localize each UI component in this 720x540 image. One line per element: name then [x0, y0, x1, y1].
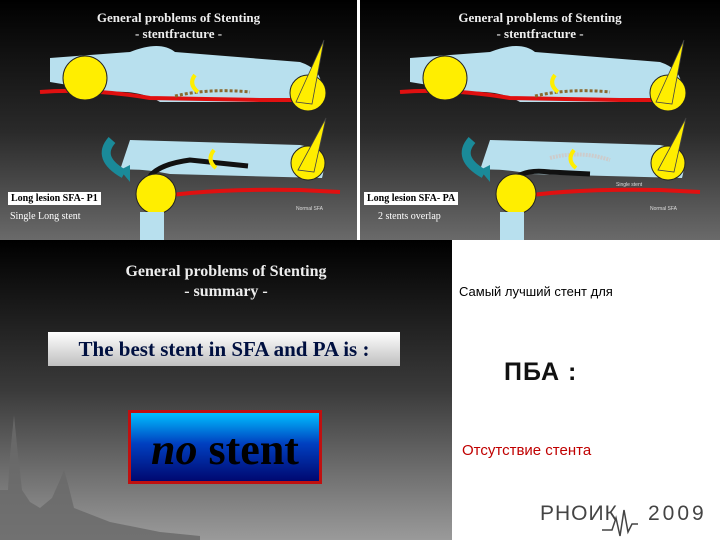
- no-stent-box: no stent: [128, 410, 322, 484]
- russian-line-1: Самый лучший стент для: [459, 284, 613, 299]
- russian-text-panel: Самый лучший стент для ПБА : Отсутствие …: [452, 240, 720, 540]
- stent-label: Single Long stent: [10, 211, 81, 222]
- slide-title: General problems of Stenting - stentfrac…: [360, 10, 720, 42]
- knee-diagram-1: [39, 39, 341, 240]
- russian-line-2: ПБА :: [504, 358, 578, 386]
- logo-name: РНОИК: [540, 502, 618, 525]
- normal-sfa-label: Normal SFA: [650, 206, 677, 212]
- slide-summary: General problems of Stenting - summary -…: [0, 240, 452, 540]
- single-stent-label: Single stent: [616, 182, 643, 188]
- title-line-2: - summary -: [184, 283, 268, 300]
- lesion-label: Long lesion SFA- PA: [364, 192, 459, 205]
- stent-label: 2 stents overlap: [378, 211, 441, 222]
- title-line-2: - stentfracture -: [496, 26, 584, 41]
- lesion-label: Long lesion SFA- P1: [8, 192, 101, 205]
- slide-title: General problems of Stenting - summary -: [0, 262, 452, 302]
- stent-word: stent: [208, 425, 299, 474]
- knee-diagram-2: [399, 39, 701, 240]
- best-stent-banner: The best stent in SFA and PA is :: [48, 332, 400, 366]
- logo-year: 2009: [648, 502, 707, 525]
- slide-stentfracture-1: General problems of Stenting - stentfrac…: [0, 0, 357, 240]
- title-line-1: General problems of Stenting: [458, 10, 622, 25]
- ecg-logo-icon: [602, 509, 638, 537]
- slide-stentfracture-2: General problems of Stenting - stentfrac…: [360, 0, 720, 240]
- no-word: no: [151, 425, 198, 474]
- title-line-2: - stentfracture -: [134, 26, 223, 41]
- logo: РНОИК 2009: [540, 502, 704, 526]
- title-line-1: General problems of Stenting: [125, 263, 327, 280]
- normal-sfa-label: Normal SFA: [296, 206, 323, 212]
- slide-title: General problems of Stenting - stentfrac…: [0, 10, 357, 42]
- title-line-1: General problems of Stenting: [96, 10, 261, 25]
- russian-line-3: Отсутствие стента: [462, 442, 592, 459]
- city-silhouette: [0, 415, 200, 540]
